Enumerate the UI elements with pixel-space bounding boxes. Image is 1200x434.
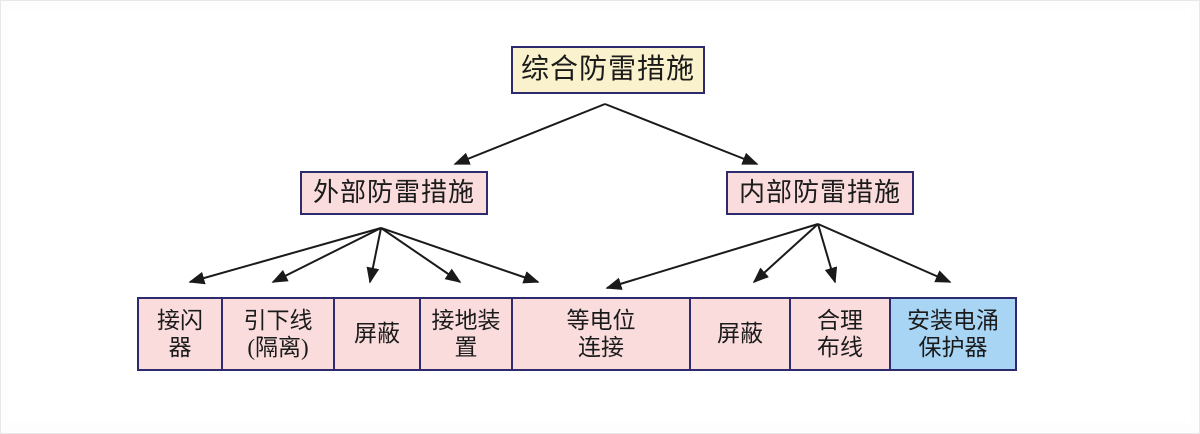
measures-row: 接闪 器 引下线 (隔离) 屏蔽 接地装 置 等电位 连接 屏蔽 合理 布线 安…	[137, 297, 1017, 371]
measure-cell-reasonable-wiring[interactable]: 合理 布线	[790, 297, 890, 371]
node-comprehensive-lightning-protection[interactable]: 综合防雷措施	[511, 46, 705, 94]
measure-cell-spd-install[interactable]: 安装电涌 保护器	[890, 297, 1017, 371]
node-internal-lightning-protection[interactable]: 内部防雷措施	[726, 171, 914, 215]
node-external-lightning-protection[interactable]: 外部防雷措施	[300, 171, 488, 215]
measure-cell-down-conductor[interactable]: 引下线 (隔离)	[222, 297, 334, 371]
measure-cell-shielding-ext[interactable]: 屏蔽	[334, 297, 420, 371]
measure-cell-earthing-device[interactable]: 接地装 置	[420, 297, 512, 371]
watermark-text	[612, 1, 692, 15]
measure-cell-equipotential[interactable]: 等电位 连接	[512, 297, 690, 371]
measure-cell-air-termination[interactable]: 接闪 器	[137, 297, 222, 371]
measure-cell-shielding-int[interactable]: 屏蔽	[690, 297, 790, 371]
